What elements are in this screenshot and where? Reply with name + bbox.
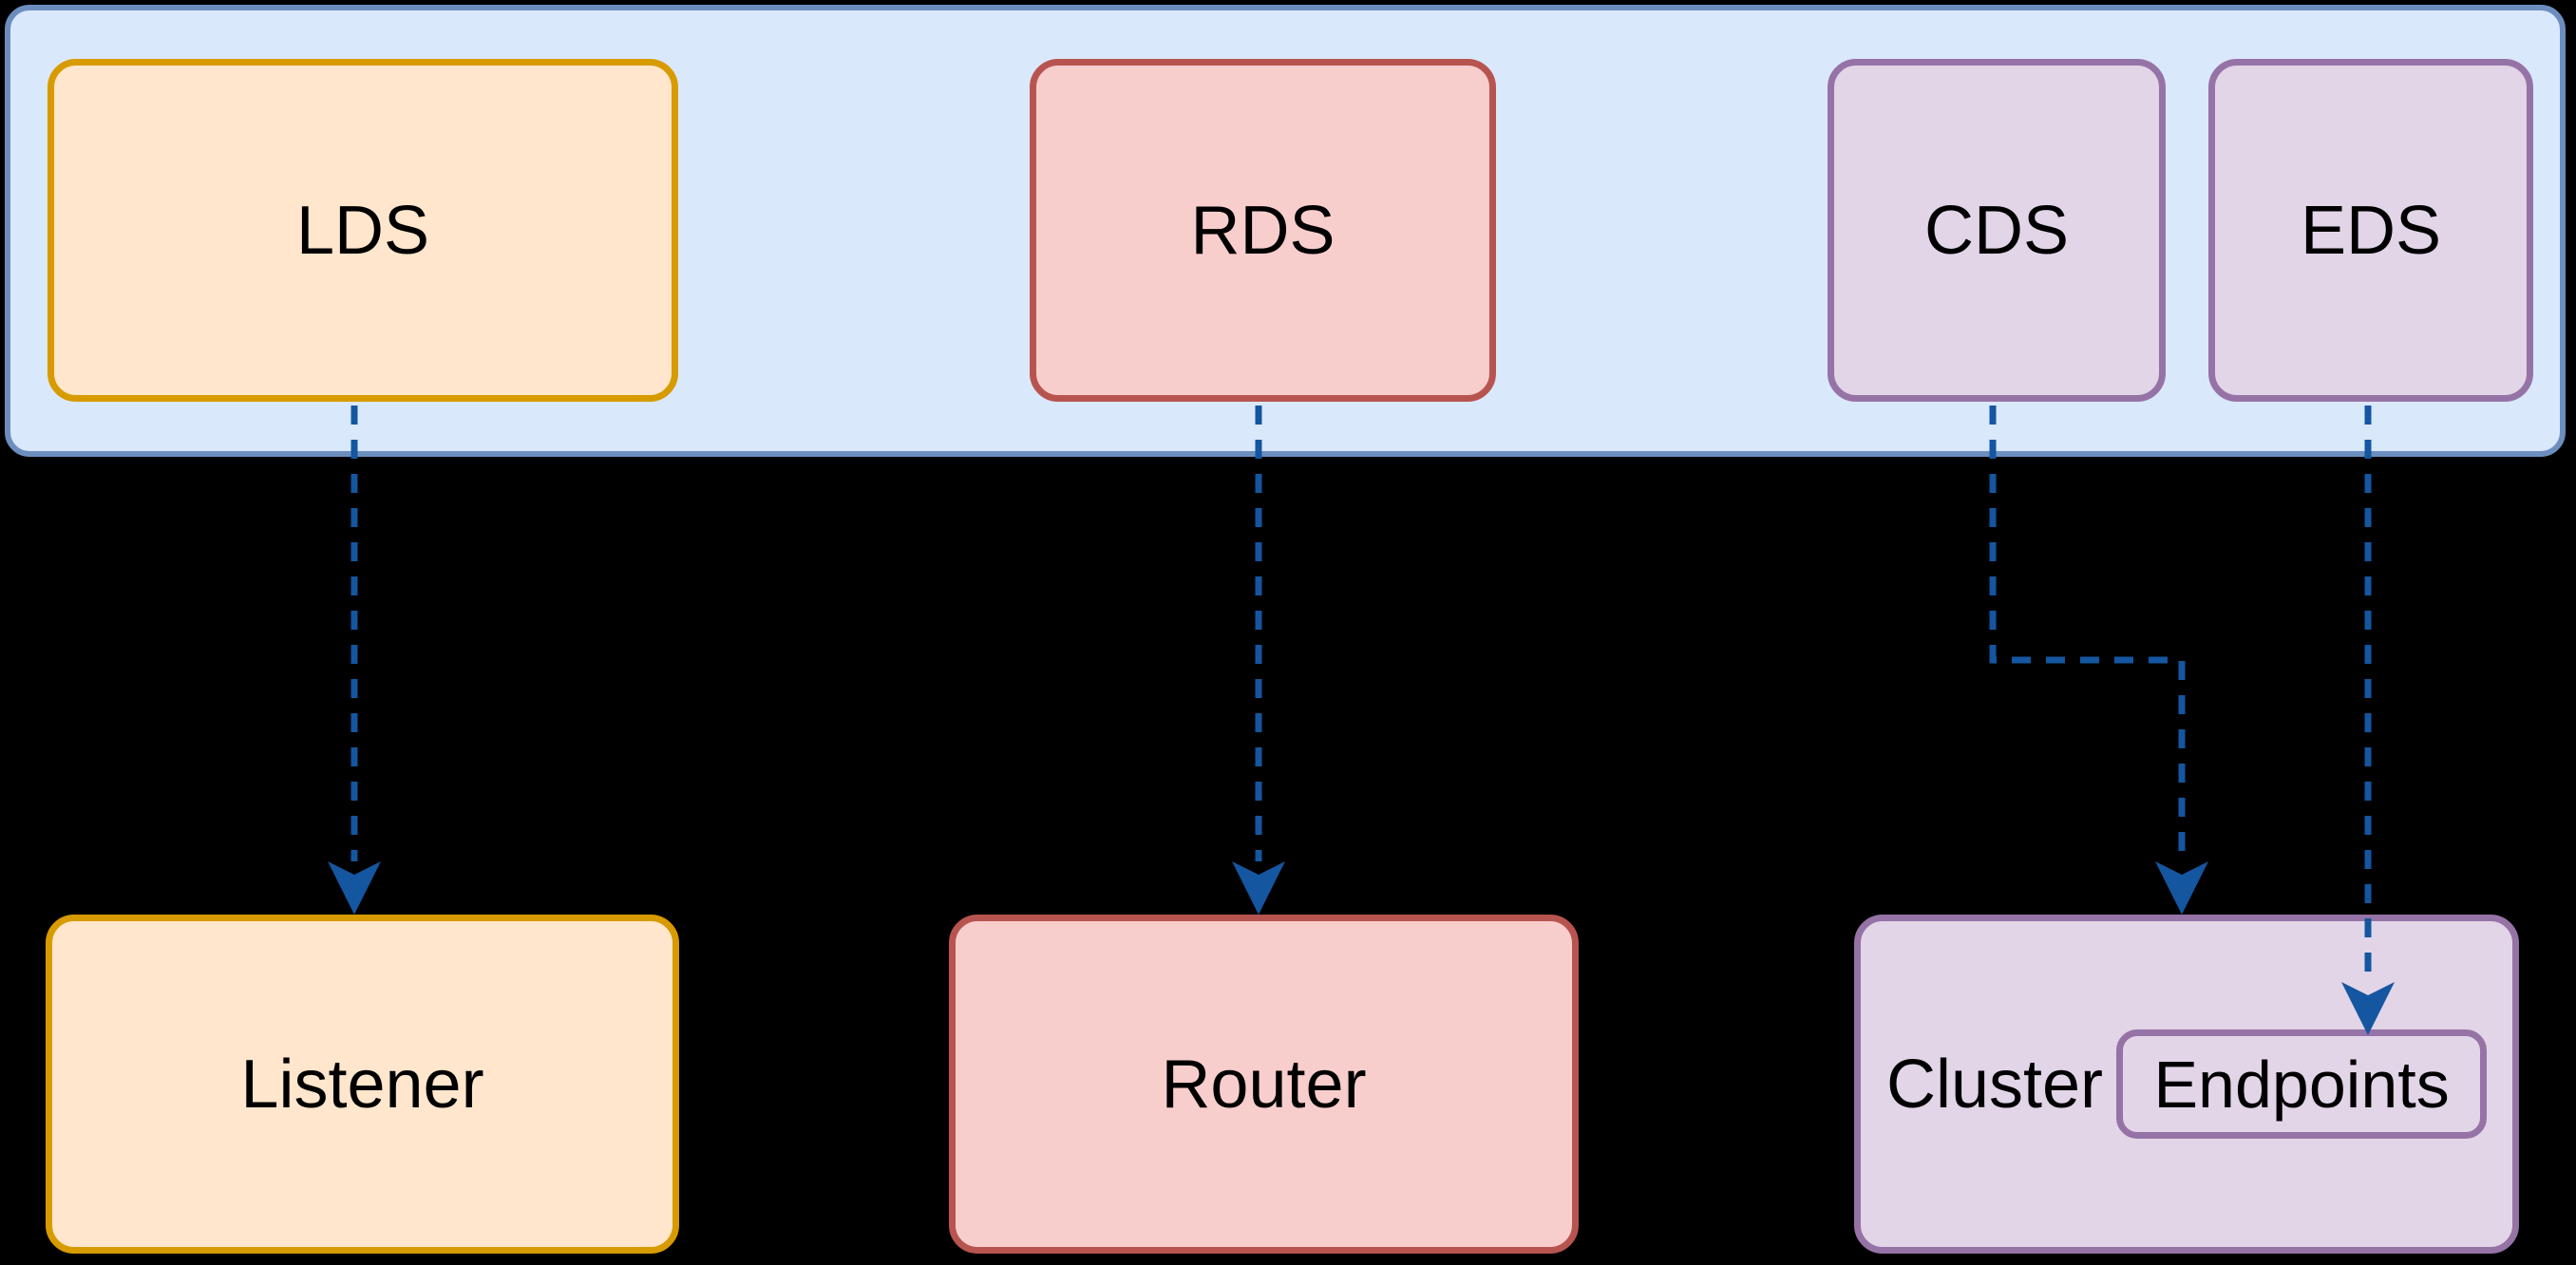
node-cluster-label: Cluster bbox=[1885, 1046, 2104, 1123]
node-endpoints-label: Endpoints bbox=[2153, 1047, 2450, 1122]
management-server-container: LDS RDS CDS EDS bbox=[5, 5, 2566, 457]
node-listener: Listener bbox=[46, 915, 679, 1254]
node-eds: EDS bbox=[2208, 59, 2533, 402]
node-cluster: Cluster Endpoints bbox=[1854, 915, 2519, 1254]
node-listener-label: Listener bbox=[240, 1046, 484, 1123]
node-router: Router bbox=[949, 915, 1579, 1254]
node-eds-label: EDS bbox=[2300, 192, 2442, 269]
node-rds: RDS bbox=[1030, 59, 1496, 402]
node-lds: LDS bbox=[47, 59, 678, 402]
node-lds-label: LDS bbox=[295, 192, 430, 269]
node-router-label: Router bbox=[1161, 1046, 1367, 1123]
node-cds-label: CDS bbox=[1923, 192, 2069, 269]
node-rds-label: RDS bbox=[1190, 192, 1335, 269]
node-endpoints: Endpoints bbox=[2116, 1029, 2488, 1139]
edge-cds-cluster bbox=[1989, 406, 2208, 915]
node-cds: CDS bbox=[1828, 59, 2166, 402]
